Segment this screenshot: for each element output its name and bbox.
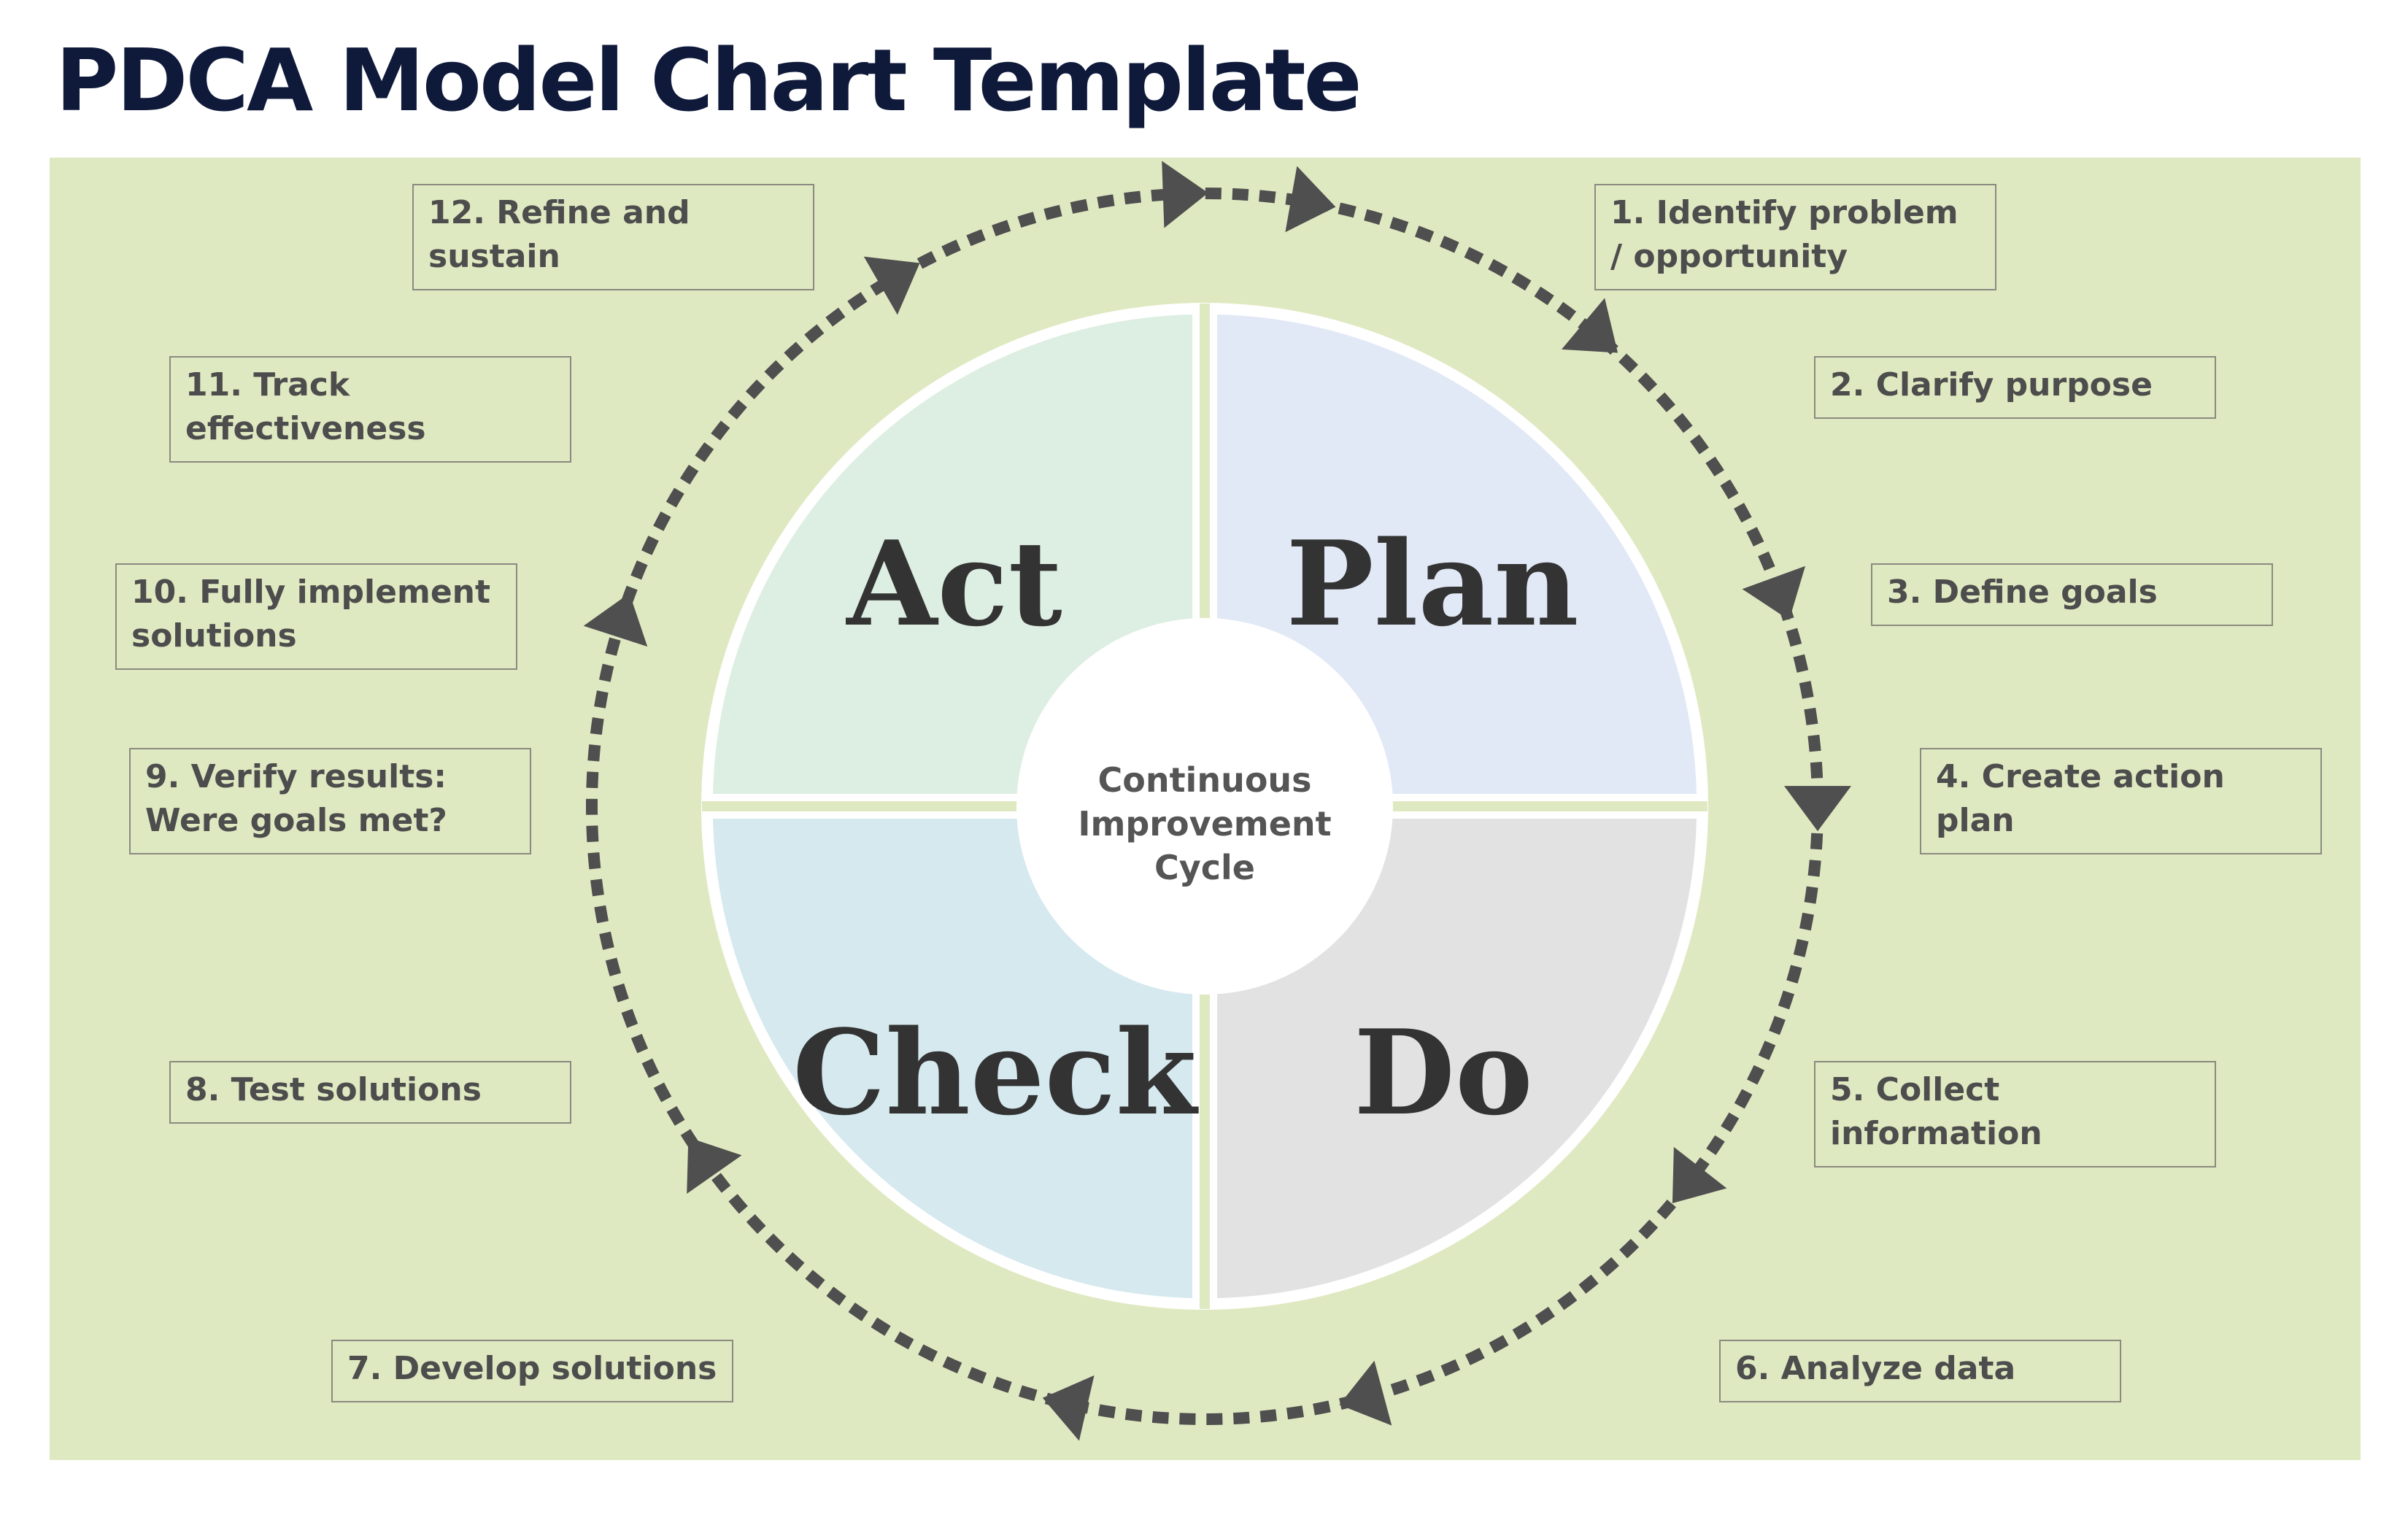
step-11-box: 11. Track effectiveness xyxy=(169,356,571,463)
step-5-box: 5. Collect information xyxy=(1814,1061,2216,1167)
step-2-box: 2. Clarify purpose xyxy=(1814,356,2216,419)
cycle-arrowhead-2 xyxy=(1562,298,1618,353)
check-label: Check xyxy=(792,1004,1199,1141)
cycle-arrowheads xyxy=(583,161,1851,1441)
step-7-box: 7. Develop solutions xyxy=(331,1340,733,1402)
cycle-arrowhead-10 xyxy=(863,256,920,315)
center-text-line-2: Improvement xyxy=(1078,804,1331,844)
step-10-box: 10. Fully implement solutions xyxy=(115,563,517,670)
center-text-line-1: Continuous xyxy=(1097,760,1311,800)
step-9-box: 9. Verify results: Were goals met? xyxy=(129,748,531,854)
cycle-arrowhead-1 xyxy=(1285,166,1336,233)
step-8-box: 8. Test solutions xyxy=(169,1061,571,1124)
step-3-box: 3. Define goals xyxy=(1871,563,2273,626)
cycle-arrowhead-4 xyxy=(1784,786,1851,832)
center-text-line-3: Cycle xyxy=(1154,848,1255,887)
cycle-arrowhead-9 xyxy=(583,592,648,647)
step-1-box: 1. Identify problem / opportunity xyxy=(1594,184,1996,290)
cycle-ring xyxy=(583,161,1851,1441)
step-12-box: 12. Refine and sustain xyxy=(412,184,814,290)
cycle-arrowhead-11 xyxy=(1162,161,1208,228)
step-4-box: 4. Create action plan xyxy=(1920,748,2322,854)
cycle-arrowhead-3 xyxy=(1742,566,1806,620)
do-label: Do xyxy=(1354,1004,1532,1141)
pdca-diagram: Plan Act Check Do Continuous Improvement… xyxy=(583,161,1851,1441)
cycle-arrowhead-5 xyxy=(1672,1146,1727,1204)
act-label: Act xyxy=(845,515,1062,652)
cycle-arrowhead-8 xyxy=(687,1137,742,1194)
pdca-wheel xyxy=(701,303,1708,1310)
page-title: PDCA Model Chart Template xyxy=(55,30,1362,131)
center-hub xyxy=(1016,618,1393,995)
cycle-arrowhead-6 xyxy=(1339,1360,1392,1426)
step-6-box: 6. Analyze data xyxy=(1719,1340,2121,1402)
diagram-panel: Plan Act Check Do Continuous Improvement… xyxy=(50,158,2361,1460)
plan-label: Plan xyxy=(1286,515,1578,652)
cycle-arrowhead-7 xyxy=(1042,1375,1095,1441)
